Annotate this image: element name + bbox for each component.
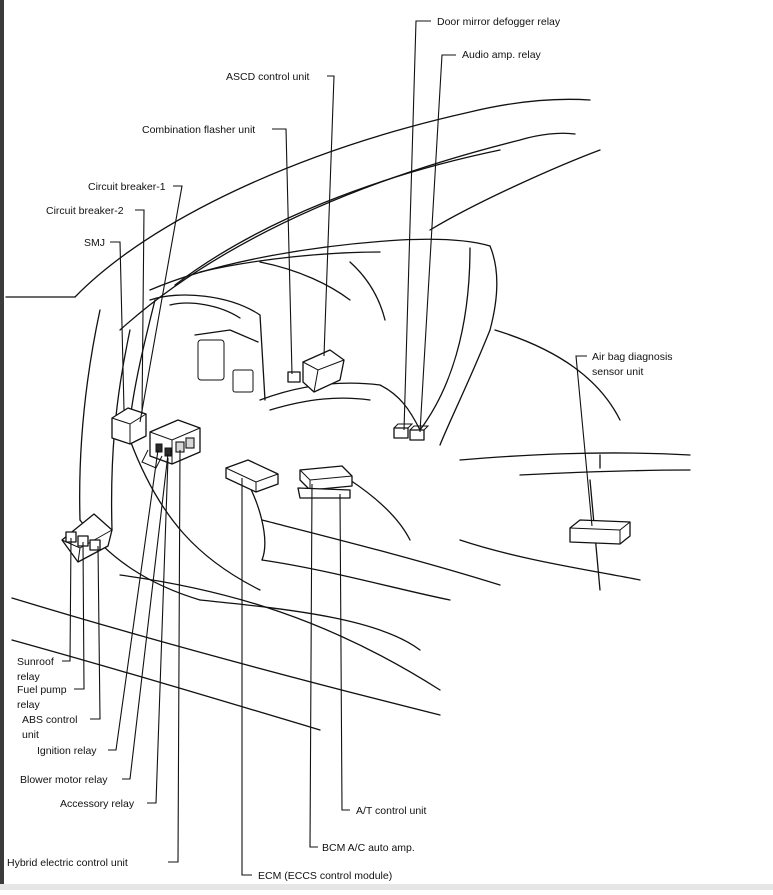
label-blower-motor-relay: Blower motor relay [20, 774, 108, 786]
component-air-bag-sensor [569, 519, 631, 545]
component-sunroof-fuel-relays [61, 513, 113, 563]
label-air-bag-line1: Air bag diagnosis [592, 351, 673, 363]
label-abs-line1: ABS control [22, 714, 77, 726]
leader-lines [62, 20, 593, 876]
label-air-bag-line2: sensor unit [592, 366, 643, 378]
label-at-control-unit: A/T control unit [356, 805, 427, 817]
label-audio-amp-relay: Audio amp. relay [462, 49, 542, 61]
label-ignition-relay: Ignition relay [37, 745, 97, 757]
label-ascd-control-unit: ASCD control unit [226, 71, 310, 83]
labels: Door mirror defogger relay Audio amp. re… [7, 16, 673, 882]
label-fuel-pump-line1: Fuel pump [17, 684, 67, 696]
component-smj [111, 407, 147, 445]
component-fuse-block [141, 419, 201, 469]
car-body-lines [5, 98, 691, 731]
label-door-mirror-defogger-relay: Door mirror defogger relay [437, 16, 561, 28]
component-ecm [225, 459, 279, 493]
label-circuit-breaker-2: Circuit breaker-2 [46, 205, 124, 217]
bottom-border [0, 884, 773, 890]
left-border [0, 0, 4, 890]
label-fuel-pump-line2: relay [17, 699, 41, 711]
label-accessory-relay: Accessory relay [60, 798, 135, 810]
label-abs-line2: unit [22, 729, 39, 741]
label-sunroof-line1: Sunroof [17, 656, 54, 668]
label-bcm-ac-auto-amp: BCM A/C auto amp. [322, 842, 415, 854]
label-hybrid-electric-control-unit: Hybrid electric control unit [7, 857, 128, 869]
label-combination-flasher-unit: Combination flasher unit [142, 124, 255, 136]
label-smj: SMJ [84, 237, 105, 249]
label-circuit-breaker-1: Circuit breaker-1 [88, 181, 166, 193]
component-combination-flasher [287, 371, 301, 383]
component-ascd-control-unit [302, 349, 345, 393]
label-sunroof-line2: relay [17, 671, 41, 683]
component-door-mirror-audio-relays [393, 423, 430, 441]
label-ecm: ECM (ECCS control module) [258, 870, 392, 882]
component-bcm-at-units [297, 465, 353, 499]
